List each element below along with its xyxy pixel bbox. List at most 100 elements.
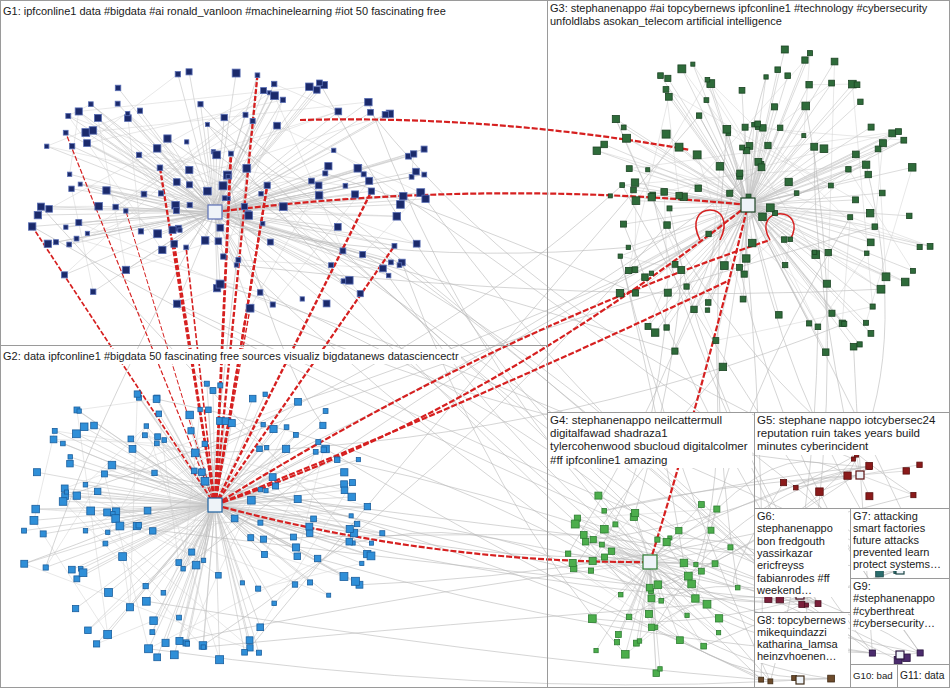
vertex-icon	[758, 164, 765, 171]
vertex-icon	[820, 145, 828, 153]
vertex-icon	[783, 263, 788, 268]
link-curve	[120, 526, 818, 604]
vertex-icon	[340, 573, 348, 581]
vertex-icon	[805, 603, 809, 607]
link-line	[94, 425, 215, 505]
vertex-icon	[263, 392, 267, 396]
vertex-icon	[105, 589, 113, 597]
vertex-icon	[632, 197, 640, 205]
vertex-icon	[865, 251, 869, 255]
link-line	[748, 136, 804, 205]
vertex-icon	[739, 87, 745, 93]
link-line	[93, 130, 215, 212]
vertex-icon	[392, 243, 397, 248]
vertex-icon	[219, 182, 227, 190]
group-label: G7: attacking smart factories future att…	[851, 509, 947, 571]
vertex-icon	[393, 213, 401, 221]
link-line	[748, 140, 904, 205]
vertex-icon	[134, 391, 140, 397]
vertex-icon	[261, 536, 267, 542]
vertex-icon	[595, 492, 602, 499]
vertex-icon	[400, 193, 407, 200]
vertex-icon	[703, 600, 711, 608]
link-line	[24, 564, 259, 653]
vertex-icon	[613, 522, 618, 527]
vertex-icon	[794, 485, 799, 490]
vertex-icon	[655, 537, 660, 542]
group-panel: G9: #stephanenappo #cyberthreat #cyberse…	[850, 578, 950, 665]
vertex-icon	[261, 551, 267, 557]
vertex-icon	[602, 554, 608, 560]
vertex-icon	[292, 544, 299, 551]
vertex-icon	[37, 203, 44, 210]
link-line	[669, 97, 748, 205]
vertex-icon	[34, 211, 41, 218]
vertex-icon	[776, 312, 783, 319]
link-line	[748, 205, 860, 344]
vertex-icon	[364, 503, 370, 509]
link-line	[666, 134, 748, 205]
vertex-icon	[868, 331, 874, 337]
vertex-icon	[75, 108, 82, 115]
link-curve	[112, 465, 650, 588]
vertex-icon	[829, 80, 835, 86]
link-line	[187, 505, 215, 644]
vertex-icon	[283, 445, 290, 452]
vertex-icon	[740, 145, 745, 150]
vertex-icon	[335, 108, 342, 115]
self-loop	[766, 214, 794, 240]
vertex-icon	[280, 97, 285, 102]
vertex-icon	[187, 203, 192, 208]
vertex-icon	[224, 171, 232, 179]
vertex-icon	[740, 296, 746, 302]
vertex-icon	[44, 240, 51, 247]
vertex-icon	[823, 349, 830, 356]
vertex-icon	[64, 225, 68, 229]
link-line	[76, 505, 215, 609]
vertex-icon	[201, 477, 209, 485]
vertex-icon	[59, 498, 67, 506]
vertex-icon	[245, 212, 253, 220]
vertex-icon	[236, 257, 241, 262]
vertex-icon	[115, 101, 120, 106]
vertex-icon	[161, 591, 166, 596]
link-line	[77, 410, 108, 634]
vertex-icon	[91, 289, 96, 294]
vertex-icon	[848, 215, 853, 220]
vertex-icon	[917, 650, 923, 656]
link-line	[666, 89, 679, 195]
link-line	[187, 142, 215, 212]
vertex-icon	[54, 240, 59, 245]
vertex-icon	[250, 119, 255, 124]
vertex-icon	[272, 81, 277, 86]
vertex-icon	[911, 493, 916, 498]
link-line	[698, 188, 832, 313]
vertex-icon	[602, 509, 607, 514]
vertex-icon	[63, 130, 68, 135]
vertex-icon	[122, 266, 129, 273]
vertex-icon	[76, 220, 82, 226]
vertex-icon	[91, 422, 98, 429]
link-line	[179, 505, 215, 641]
vertex-icon	[186, 166, 193, 173]
vertex-icon	[723, 125, 731, 133]
vertex-icon	[154, 441, 159, 446]
vertex-icon	[785, 178, 792, 185]
link-line	[86, 505, 215, 531]
hub-icon	[208, 498, 222, 512]
vertex-icon	[69, 186, 74, 191]
vertex-icon	[369, 541, 373, 545]
vertex-icon	[273, 483, 279, 489]
vertex-icon	[174, 300, 181, 307]
vertex-icon	[853, 151, 860, 158]
vertex-icon	[802, 134, 806, 138]
vertex-icon	[226, 174, 230, 178]
self-loop	[696, 210, 724, 240]
vertex-icon	[61, 441, 66, 446]
group-panel: G5: stephane nappo iotcybersec24 reputat…	[754, 412, 950, 509]
vertex-icon	[719, 363, 726, 370]
vertex-icon	[582, 539, 588, 545]
vertex-icon	[115, 85, 121, 91]
link-curve	[203, 604, 707, 647]
vertex-icon	[850, 343, 857, 350]
